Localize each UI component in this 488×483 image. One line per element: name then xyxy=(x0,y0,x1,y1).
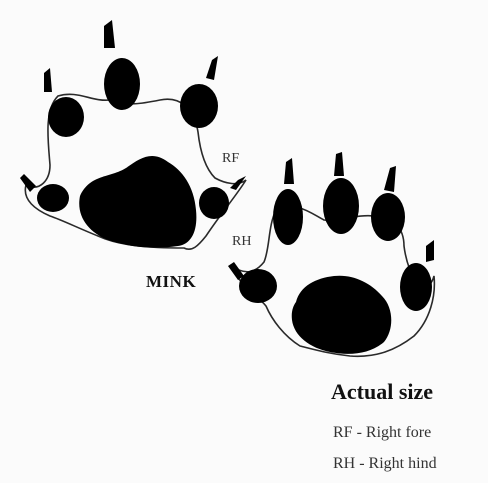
fore-toe-pad-1 xyxy=(48,97,84,137)
fore-claw-3 xyxy=(206,56,218,80)
hind-main-pad xyxy=(292,276,392,354)
legend-item-rh: RH - Right hind xyxy=(333,456,437,472)
fore-main-pad xyxy=(79,156,196,248)
fore-toe-pad-4 xyxy=(37,184,69,212)
legend-title: Actual size xyxy=(331,381,433,403)
hind-claw-1 xyxy=(284,158,294,184)
fore-claw-4 xyxy=(20,174,36,192)
fore-claw-2 xyxy=(104,20,115,48)
animal-label: MINK xyxy=(146,273,196,290)
rh-label: RH xyxy=(232,235,251,249)
fore-toe-pad-3 xyxy=(180,84,218,128)
hind-toe-pad-3 xyxy=(371,193,405,241)
rf-label: RF xyxy=(222,152,239,166)
fore-toe-pad-5 xyxy=(199,187,229,219)
fore-claw-1 xyxy=(44,68,52,92)
hind-claw-2 xyxy=(334,152,344,176)
hind-claw-3 xyxy=(384,166,396,192)
right-hind-print xyxy=(228,152,434,356)
hind-claw-4 xyxy=(426,240,434,262)
hind-toe-pad-5 xyxy=(239,269,277,303)
hind-toe-pad-2 xyxy=(323,178,359,234)
hind-toe-pad-4 xyxy=(400,263,432,311)
legend-item-rf: RF - Right fore xyxy=(333,425,431,441)
fore-toe-pad-2 xyxy=(104,58,140,110)
hind-toe-pad-1 xyxy=(273,189,303,245)
right-fore-print xyxy=(20,20,246,249)
